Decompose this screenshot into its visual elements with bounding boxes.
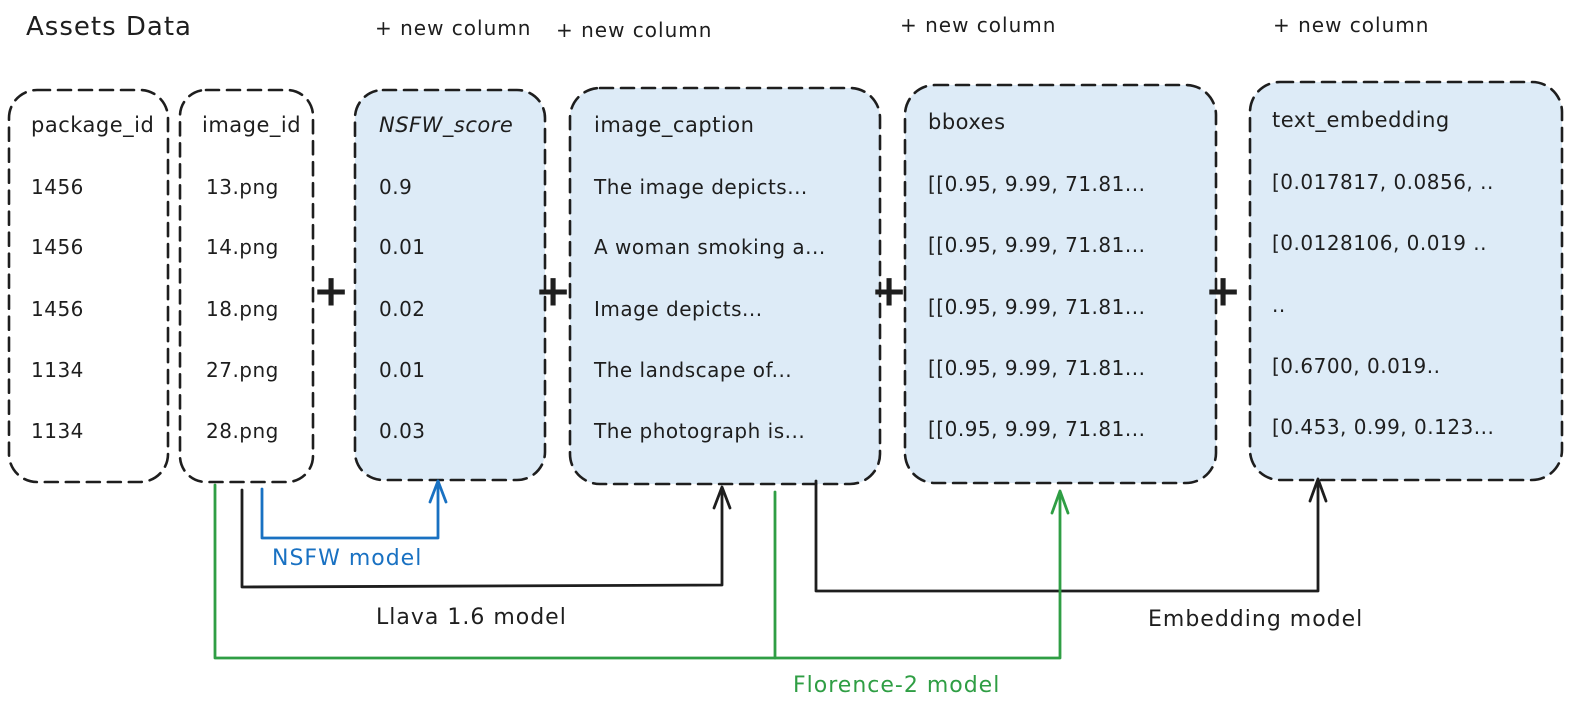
cell-bboxes-3: [[0.95, 9.99, 71.81... xyxy=(928,295,1146,319)
plus-sign-2: + xyxy=(534,265,572,317)
cell-nsfw-score-2: 0.01 xyxy=(379,235,426,259)
florence-model-label: Florence-2 model xyxy=(793,673,1001,698)
column-header-image-id: image_id xyxy=(202,113,302,137)
cell-image-caption-4: The landscape of... xyxy=(594,358,793,382)
cell-bboxes-5: [[0.95, 9.99, 71.81... xyxy=(928,417,1146,441)
plus-sign-1: + xyxy=(312,265,350,317)
cell-package-id-2: 1456 xyxy=(31,235,84,259)
nsfw-model-label: NSFW model xyxy=(272,546,423,571)
cell-image-caption-2: A woman smoking a... xyxy=(594,235,826,259)
cell-package-id-1: 1456 xyxy=(31,175,84,199)
cell-bboxes-1: [[0.95, 9.99, 71.81... xyxy=(928,172,1146,196)
cell-bboxes-2: [[0.95, 9.99, 71.81... xyxy=(928,233,1146,257)
cell-image-id-4: 27.png xyxy=(206,358,279,382)
cell-image-id-1: 13.png xyxy=(206,175,279,199)
plus-sign-4: + xyxy=(1204,265,1242,317)
new-column-label-text-embedding: + new column xyxy=(1273,13,1430,37)
cell-image-caption-5: The photograph is... xyxy=(594,419,806,443)
new-column-label-bboxes: + new column xyxy=(900,13,1057,37)
cell-image-id-5: 28.png xyxy=(206,419,279,443)
florence-model-arrow xyxy=(213,483,1070,660)
embedding-model-label: Embedding model xyxy=(1148,607,1364,632)
cell-bboxes-4: [[0.95, 9.99, 71.81... xyxy=(928,356,1146,380)
new-column-label-image-caption: + new column xyxy=(556,18,713,42)
page-title: Assets Data xyxy=(26,12,192,42)
cell-nsfw-score-5: 0.03 xyxy=(379,419,426,443)
cell-text-embedding-2: [0.0128106, 0.019 .. xyxy=(1272,231,1487,255)
column-header-bboxes: bboxes xyxy=(928,110,1006,134)
cell-text-embedding-4: [0.6700, 0.019.. xyxy=(1272,354,1441,378)
cell-nsfw-score-4: 0.01 xyxy=(379,358,426,382)
cell-text-embedding-5: [0.453, 0.99, 0.123... xyxy=(1272,415,1495,439)
embedding-model-arrow xyxy=(814,477,1328,593)
new-column-label-nsfw-score: + new column xyxy=(375,16,532,40)
nsfw-model-arrow xyxy=(260,479,448,540)
cell-nsfw-score-1: 0.9 xyxy=(379,175,413,199)
cell-text-embedding-3: .. xyxy=(1272,293,1286,317)
column-header-nsfw-score: NSFW_score xyxy=(379,113,514,137)
plus-sign-3: + xyxy=(870,265,908,317)
cell-image-caption-1: The image depicts... xyxy=(594,175,808,199)
column-header-image-caption: image_caption xyxy=(594,113,755,137)
llava-model-label: Llava 1.6 model xyxy=(376,605,567,630)
llava-model-arrow xyxy=(240,485,732,589)
cell-image-caption-3: Image depicts... xyxy=(594,297,763,321)
cell-image-id-2: 14.png xyxy=(206,235,279,259)
cell-text-embedding-1: [0.017817, 0.0856, .. xyxy=(1272,170,1494,194)
column-header-text-embedding: text_embedding xyxy=(1272,108,1450,132)
cell-image-id-3: 18.png xyxy=(206,297,279,321)
cell-package-id-4: 1134 xyxy=(31,358,84,382)
cell-package-id-5: 1134 xyxy=(31,419,84,443)
cell-nsfw-score-3: 0.02 xyxy=(379,297,426,321)
column-header-package-id: package_id xyxy=(31,113,155,137)
cell-package-id-3: 1456 xyxy=(31,297,84,321)
